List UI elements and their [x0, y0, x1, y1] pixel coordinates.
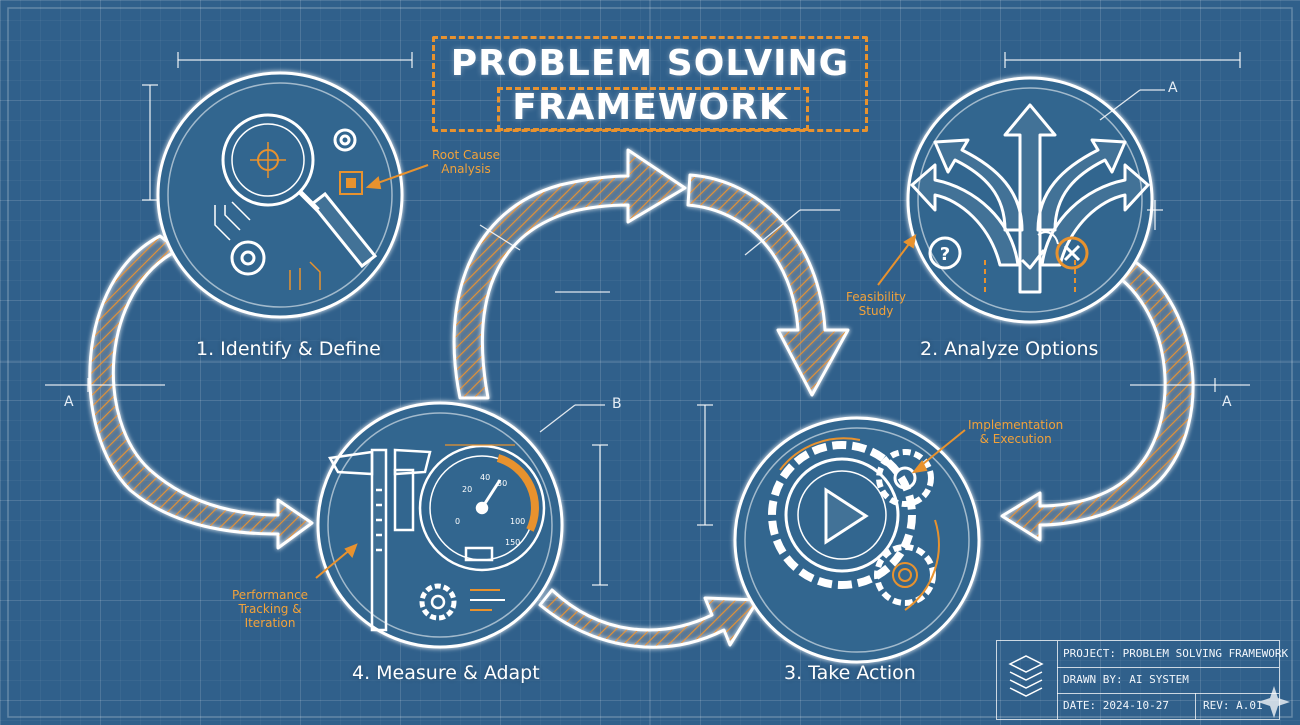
svg-text:20: 20 [462, 485, 472, 494]
dim-label-b: B [612, 396, 622, 412]
title-block-date: DATE: 2024-10-27 [1063, 699, 1169, 712]
title-block: PROJECT: PROBLEM SOLVING FRAMEWORK DRAWN… [996, 640, 1288, 720]
page-title-line1: PROBLEM SOLVING [450, 43, 850, 84]
page-title-line2: FRAMEWORK [512, 87, 788, 128]
svg-text:100: 100 [510, 517, 525, 526]
circle-identify [156, 71, 404, 319]
annotation-leaders [315, 164, 966, 579]
arrow-center-descend [686, 173, 850, 397]
step-label-identify: 1. Identify & Define [196, 338, 381, 360]
title-frame: PROBLEM SOLVING FRAMEWORK [432, 36, 868, 132]
title-subframe [497, 87, 809, 131]
svg-text:50: 50 [497, 479, 507, 488]
flow-arrows [88, 148, 1195, 649]
dim-label-a-right: A [1222, 394, 1232, 410]
gear-play-icon [768, 437, 940, 611]
dimension-lines [45, 52, 1250, 586]
step-circles [156, 71, 1154, 664]
step-label-analyze: 2. Analyze Options [920, 338, 1099, 360]
note-root-cause: Root Cause Analysis [432, 148, 500, 176]
arrow-identify-to-measure [88, 234, 314, 550]
arrow-center-loop [452, 148, 687, 400]
svg-text:0: 0 [455, 517, 460, 526]
circle-action [733, 416, 981, 664]
step-label-action: 3. Take Action [784, 662, 916, 684]
svg-text:40: 40 [480, 473, 490, 482]
svg-text:150: 150 [505, 538, 520, 547]
sparkle-icon [1258, 686, 1290, 718]
title-block-rev: REV: A.01 [1203, 699, 1263, 712]
note-implementation: Implementation & Execution [968, 418, 1064, 446]
title-block-logo-cell [997, 641, 1058, 719]
dim-label-a-left: A [64, 394, 74, 410]
arrow-measure-to-action [538, 588, 760, 649]
title-block-project: PROJECT: PROBLEM SOLVING FRAMEWORK [1063, 647, 1289, 660]
layers-logo-icon [1008, 655, 1044, 697]
note-feasibility: Feasibility Study [846, 290, 906, 318]
branching-arrows-icon: ? [910, 103, 1150, 294]
dim-label-a-top: A [1168, 80, 1178, 96]
magnifier-gear-icon [214, 113, 378, 290]
note-performance: Performance Tracking & Iteration [232, 588, 309, 630]
title-block-drawn-by: DRAWN BY: AI SYSTEM [1063, 673, 1189, 686]
circle-measure [316, 401, 564, 649]
sheet-border [7, 7, 1293, 718]
step-label-measure: 4. Measure & Adapt [352, 662, 540, 684]
svg-text:?: ? [940, 244, 950, 265]
caliper-gauge-icon: 20 40 50 0 100 150 [328, 444, 546, 632]
